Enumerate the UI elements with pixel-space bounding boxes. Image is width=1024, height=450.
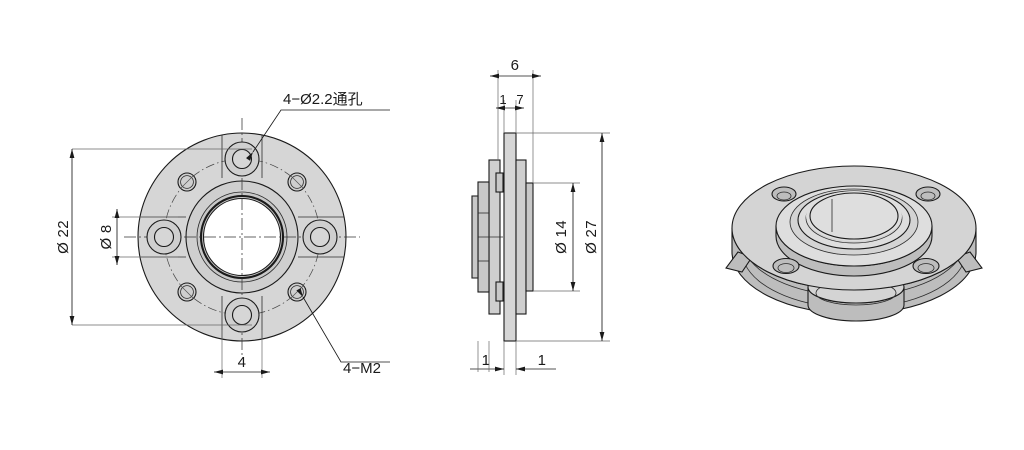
dimension-1-text: 1 [499,92,506,107]
iso-boss-group [775,185,933,277]
through-hole-right [298,216,346,258]
side-step-bottom-fill [496,282,503,301]
dimension-bottom-1-left-text: 1 [482,352,491,369]
dimension-dia27: Ø 27 [516,132,610,342]
tapped-hole-lower-left [177,282,197,302]
side-right-boss-fill [526,183,533,291]
dimension-7-text: 7 [516,92,523,107]
iso-boss-top-edge [775,185,933,267]
iso-bottom-boss-wall [808,287,904,321]
center-bore-fill [203,198,281,276]
iso-hole-upper-left [771,186,797,202]
dimension-6: 6 [490,57,541,183]
dimension-dia27-text: Ø 27 [583,220,600,254]
isometric-view [725,165,983,322]
dimension-6-text: 6 [511,57,520,74]
dimension-dia14-text: Ø 14 [553,220,570,254]
iso-hole-group [771,186,941,275]
iso-hole-lower-right [912,257,940,275]
side-flange-plate-fill [504,133,516,341]
dimension-dia22-text: Ø 22 [55,220,72,254]
dimension-dia22: Ø 22 [55,148,252,326]
side-view: 6 1 7 Ø 14 Ø 27 [470,57,610,375]
tapped-hole-upper-left [177,172,197,192]
iso-lower-band [745,252,963,308]
dimension-dia14: Ø 14 [533,182,580,292]
side-step-bottom [495,281,504,302]
dimension-bottom-1-right: 1 [516,352,556,372]
side-right-plate-fill [516,160,526,314]
iso-boss-ring2 [789,188,919,256]
iso-boss-wall [776,226,932,276]
dimension-dia8: Ø 8 [98,209,178,265]
iso-flange-top-edge [731,165,977,291]
dimension-1-7: 1 7 [496,92,524,133]
side-section-lines [472,195,503,279]
dimension-4-text: 4 [238,354,247,371]
through-hole-group [138,133,346,341]
iso-hole-lower-left [772,257,800,275]
note-m2-text: 4−M2 [343,360,381,377]
side-right-boss [525,182,534,292]
through-hole-left [138,216,186,258]
note-m2: 4−M2 [296,288,390,377]
front-view: Ø 22 Ø 8 4 4−Ø2.2通孔 [55,91,390,378]
dimension-bottom-1-left: 1 [470,341,517,375]
dimension-dia8-text: Ø 8 [98,224,115,249]
dimension-4: 4 [214,330,270,378]
dimension-bottom-1-right-text: 1 [538,352,547,369]
side-step-top [495,172,504,193]
iso-bore-inner [809,192,899,240]
tapped-hole-upper-right [287,172,307,192]
note-through-hole-text: 4−Ø2.2通孔 [283,91,363,108]
iso-hole-upper-right [915,186,941,202]
side-lip-fill [472,196,478,278]
note-through-hole: 4−Ø2.2通孔 [246,91,390,161]
side-step-top-fill [496,173,503,192]
